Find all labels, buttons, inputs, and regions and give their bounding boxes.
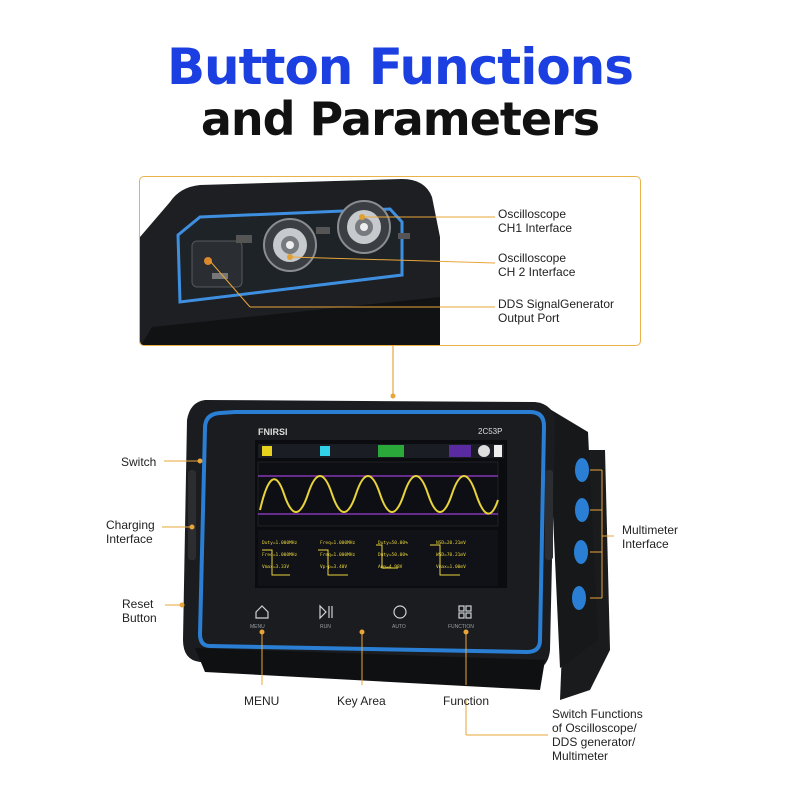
multimeter-interface-label: Multimeter Interface xyxy=(622,523,679,551)
function-key-label: FUNCTION xyxy=(448,624,474,630)
top-ports-illustration xyxy=(140,179,496,345)
title-line-1: Button Functions xyxy=(166,38,634,96)
ch2-interface-label: Oscilloscope CH 2 Interface xyxy=(498,251,576,279)
screen-readout-text: Duty=50.00% xyxy=(378,552,408,558)
ch1-marker xyxy=(359,214,365,220)
menu-label: MENU xyxy=(244,694,280,708)
switch-label: Switch xyxy=(121,455,157,469)
title-line-2: and Parameters xyxy=(200,92,600,146)
dds-port-pin xyxy=(204,257,212,265)
screen-readout-text: Vp-p=3.40V xyxy=(320,564,347,570)
reset-button-label: Reset Button xyxy=(122,597,157,625)
screen-readout-text: Freq=1.000MHz xyxy=(320,552,356,558)
screen-readout-text: Duty=50.00% xyxy=(378,540,408,546)
multimeter-port-2 xyxy=(575,498,589,522)
auto-icon xyxy=(393,605,407,619)
screen-readout-text: Freq=1.000MHz xyxy=(262,552,298,558)
top-ports-closeup: Oscilloscope CH1 Interface Oscilloscope … xyxy=(139,176,641,346)
run-key-label: RUN xyxy=(320,624,331,630)
key-area-label: Key Area xyxy=(337,694,386,708)
multimeter-port-3 xyxy=(574,540,588,564)
multimeter-port-1 xyxy=(575,458,589,482)
screen-readout-text: Vmax=1.00mV xyxy=(436,564,466,570)
home-icon xyxy=(255,605,269,619)
screen-readout-text: NSD=20.21mV xyxy=(436,540,466,546)
menu-key-label: MENU xyxy=(250,624,265,630)
function-label: Function xyxy=(443,694,490,708)
auto-key-label: AUTO xyxy=(392,624,406,630)
charging-interface-label: Charging Interface xyxy=(106,518,155,546)
screen-readout-text: Duty=1.000MHz xyxy=(262,540,298,546)
screen-readout-text: Freq=1.000MHz xyxy=(320,540,356,546)
ch1-interface-label: Oscilloscope CH1 Interface xyxy=(498,207,573,235)
play-pause-icon xyxy=(319,604,333,620)
dds-output-label: DDS SignalGenerator Output Port xyxy=(498,297,615,325)
screen-readout-text: Amp=4.98V xyxy=(378,564,403,570)
sine-wave-trace xyxy=(259,475,499,515)
screen-readout-text: Vmax=3.33V xyxy=(262,564,289,570)
multimeter-port-4 xyxy=(572,586,586,610)
switch-functions-label: Switch Functions of Oscilloscope/ DDS ge… xyxy=(552,707,643,763)
screen-readout-text: WSD=70.21mV xyxy=(436,552,466,558)
model-label: 2C53P xyxy=(478,427,503,436)
function-icon xyxy=(458,605,465,612)
brand-logo: FNIRSI xyxy=(258,427,288,437)
